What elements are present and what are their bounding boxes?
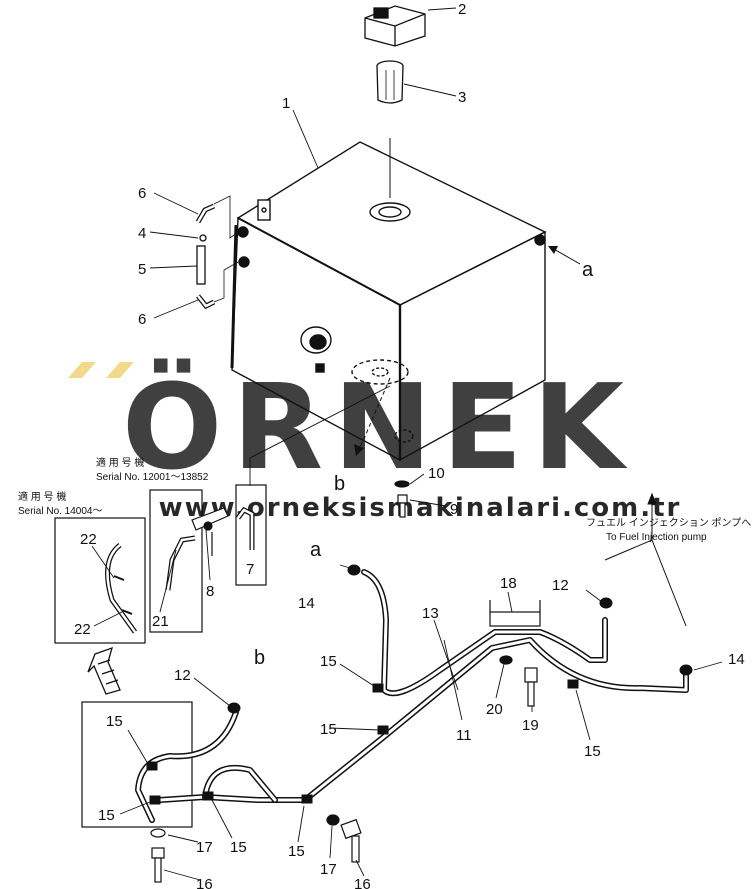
letter-a-line: a — [310, 539, 322, 561]
watermark-accent-left — [68, 362, 96, 378]
bolts — [150, 655, 538, 883]
letter-b-line: b — [254, 647, 265, 669]
part-label-20: 20 — [486, 701, 503, 718]
inset-box-15 — [81, 701, 193, 828]
part-label-21: 21 — [152, 613, 169, 630]
leader-lines — [91, 7, 723, 881]
serial-note-b: Serial No. 14004～ — [18, 506, 103, 517]
part-label-3: 3 — [458, 89, 466, 106]
part-label-15-f: 15 — [288, 843, 305, 860]
gauge-hose-assembly — [195, 195, 239, 310]
clamps — [146, 564, 693, 805]
part-label-15-d: 15 — [98, 807, 115, 824]
fuel-lines — [135, 569, 689, 823]
part-label-8: 8 — [206, 583, 214, 600]
part-label-6-top: 6 — [138, 185, 146, 202]
tank-bracket — [257, 199, 271, 221]
serial-note-b-jp: 適 用 号 機 — [18, 490, 66, 503]
serial-note-a: Serial No. 12001～13852 — [96, 472, 209, 483]
watermark-accent-right — [106, 362, 134, 378]
filler-neck-ring — [369, 202, 411, 222]
tank-top-face — [236, 141, 547, 306]
inset-box-7 — [235, 484, 267, 586]
part-label-15-b: 15 — [320, 721, 337, 738]
letter-b-top: b — [334, 473, 345, 495]
part-label-10: 10 — [428, 465, 445, 482]
part-label-15-c: 15 — [106, 713, 123, 730]
part-label-4: 4 — [138, 225, 146, 242]
part-label-15-e: 15 — [230, 839, 247, 856]
part-label-14-left: 14 — [298, 595, 315, 612]
part-label-19: 19 — [522, 717, 539, 734]
filler-cap — [364, 5, 426, 47]
fuel-tank — [230, 138, 547, 462]
part-label-22-top: 22 — [80, 531, 97, 548]
part-label-15-a: 15 — [320, 653, 337, 670]
part-label-12-right: 12 — [552, 577, 569, 594]
watermark: ÖRNEK www.orneksismakinalari.com.tr — [68, 358, 679, 523]
part-label-11: 11 — [456, 727, 472, 744]
part-label-1: 1 — [282, 95, 290, 112]
part-label-12-left: 12 — [174, 667, 191, 684]
serial-note-a-jp: 適 用 号 機 — [96, 456, 144, 469]
watermark-brand: ÖRNEK — [122, 358, 634, 496]
part-label-18: 18 — [500, 575, 517, 592]
drain-plug — [394, 480, 410, 518]
junction-block — [489, 600, 541, 627]
labels: 1 2 3 4 5 6 6 7 8 9 10 11 12 12 13 14 14… — [18, 1, 751, 889]
part-label-5: 5 — [138, 261, 146, 278]
direction-arrow — [87, 646, 121, 695]
filler-strainer — [376, 60, 404, 104]
part-label-6-bottom: 6 — [138, 311, 146, 328]
part-label-17-left: 17 — [196, 839, 213, 856]
part-label-7: 7 — [246, 561, 254, 578]
part-label-2: 2 — [458, 1, 466, 18]
letter-a-top: a — [582, 259, 594, 281]
b-leader — [359, 377, 391, 449]
part-label-14-right: 14 — [728, 651, 745, 668]
part-label-16-left: 16 — [196, 876, 213, 889]
part-label-16-right: 16 — [354, 876, 371, 889]
part-label-9: 9 — [450, 501, 458, 518]
part-label-22-bottom: 22 — [74, 621, 91, 638]
drain-outline — [351, 359, 409, 385]
part-label-15-g: 15 — [584, 743, 601, 760]
pump-note-jp: フュエル インジェクション ポンプへ — [586, 517, 751, 529]
pump-note-en: To Fuel Injection pump — [606, 532, 707, 543]
inset-box-22 — [54, 517, 146, 644]
part-label-13: 13 — [422, 605, 439, 622]
part-label-17-right: 17 — [320, 861, 337, 878]
